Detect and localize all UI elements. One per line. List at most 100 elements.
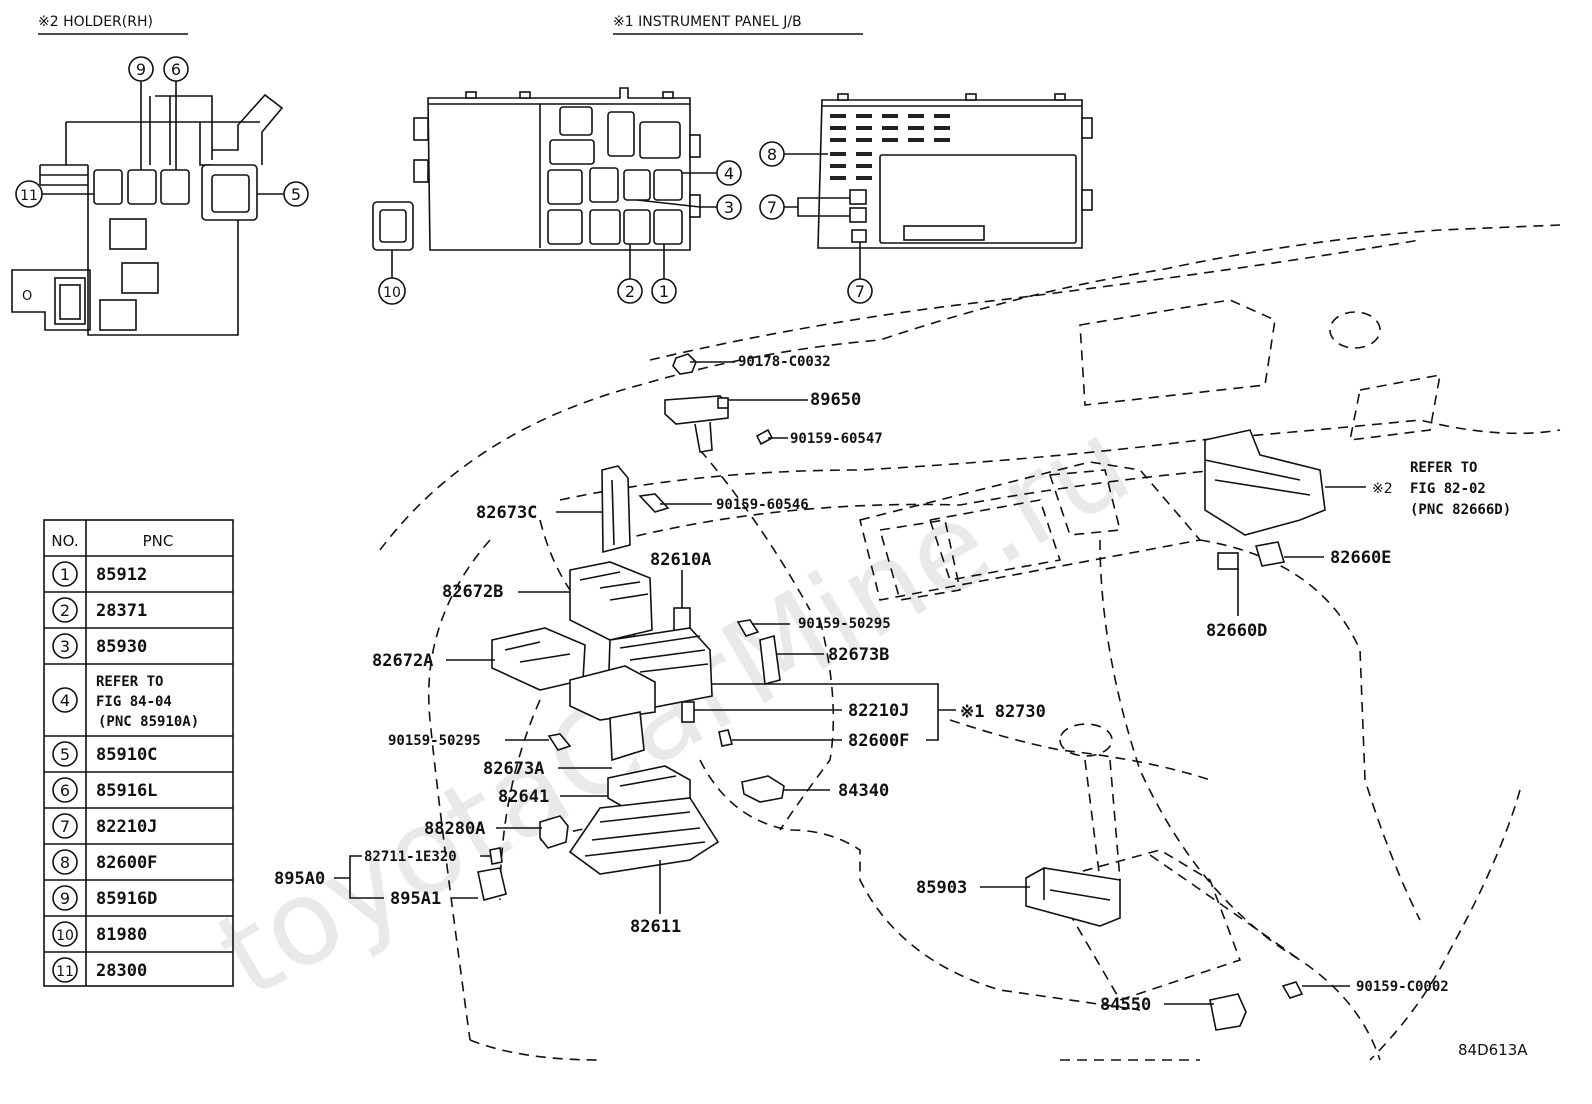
row-number: 9 [60,889,70,908]
label-refer-line2: FIG 82-02 [1410,481,1486,497]
table-row: 9 85916D [52,885,157,911]
svg-text:2: 2 [625,282,635,301]
label-refer-line3: (PNC 82666D) [1410,502,1511,518]
label-85903: 85903 [916,878,967,898]
row-pnc: 81980 [96,925,147,945]
label-82600F: 82600F [848,731,909,751]
svg-text:9: 9 [136,60,146,79]
label-82672A: 82672A [372,651,433,671]
label-refer-line1: REFER TO [1410,460,1477,476]
callout-9: 9 [128,56,154,170]
table-row: 3 85930 [52,633,147,659]
svg-text:3: 3 [724,198,734,217]
table-row: 7 82210J [52,813,157,839]
row-number: 6 [60,781,70,800]
table-row: 5 85910C [52,741,157,767]
svg-text:7: 7 [767,198,777,217]
svg-text:7: 7 [855,282,865,301]
row-pnc: 28371 [96,601,147,621]
callout-10: 10 [378,250,406,305]
row-pnc: 28300 [96,961,147,981]
callout-4: 4 [682,160,742,186]
table-row: 4 REFER TO FIG 84-04 (PNC 85910A) [52,674,199,730]
diagram-code: 84D613A [1458,1041,1528,1059]
junction-block-rear [817,93,1093,249]
junction-block-front [372,87,701,251]
label-90159-C0002: 90159-C0002 [1356,979,1449,995]
part-illustrations [477,353,1326,1031]
label-90159-50295-lower: 90159-50295 [388,733,481,749]
label-84340: 84340 [838,781,889,801]
label-895A0: 895A0 [274,869,325,889]
row-pnc: 85910C [96,745,157,765]
table-row: 1 85912 [52,561,147,587]
row-pnc: 85916D [96,889,157,909]
label-89650: 89650 [810,390,861,410]
callout-7-upper: 7 [759,194,850,220]
part-labels: 90178-C0032 89650 90159-60547 82673C 901… [274,354,1511,1015]
row-number: 4 [60,691,70,710]
callout-6: 6 [163,56,189,170]
label-84550: 84550 [1100,995,1151,1015]
row-number: 3 [60,637,70,656]
row-pnc: 85912 [96,565,147,585]
row-pnc: 85930 [96,637,147,657]
label-82673B: 82673B [828,645,889,665]
row-pnc: 82600F [96,853,157,873]
svg-text:5: 5 [291,185,301,204]
svg-text:1: 1 [659,282,669,301]
label-82673A: 82673A [483,759,544,779]
label-82660D: 82660D [1206,621,1267,641]
label-90178-C0032: 90178-C0032 [738,354,831,370]
row-number: 10 [56,928,74,944]
callout-2: 2 [617,244,643,304]
svg-text:O: O [22,289,32,304]
label-90159-60547: 90159-60547 [790,431,883,447]
label-895A1: 895A1 [390,889,441,909]
leader-lines [334,361,1366,1005]
row-pnc: REFER TO [96,674,163,690]
holder-rh-drawing: O [11,93,284,336]
row-pnc: 82210J [96,817,157,837]
label-82672B: 82672B [442,582,503,602]
svg-text:11: 11 [20,188,38,204]
row-pnc: (PNC 85910A) [98,714,199,730]
label-82610A: 82610A [650,550,711,570]
table-header-no: NO. [51,532,78,550]
label-82673C: 82673C [476,503,537,523]
svg-text:8: 8 [767,145,777,164]
table-row: 10 81980 [52,921,147,947]
label-82611: 82611 [630,917,681,937]
callout-7-lower: 7 [847,242,873,304]
row-number: 8 [60,853,70,872]
holder-header: ※2 HOLDER(RH) [38,14,153,30]
callout-8: 8 [759,141,828,167]
label-82210J: 82210J [848,701,909,721]
label-90159-60546: 90159-60546 [716,497,809,513]
row-number: 1 [60,565,70,584]
table-header-pnc: PNC [143,532,174,550]
table-row: 8 82600F [52,849,157,875]
row-number: 7 [60,817,70,836]
label-88280A: 88280A [424,819,485,839]
label-82641: 82641 [498,787,549,807]
table-row: 2 28371 [52,597,147,623]
callout-1: 1 [651,244,677,304]
row-pnc: FIG 84-04 [96,694,172,710]
row-number: 11 [56,964,74,980]
svg-text:10: 10 [383,285,401,301]
pnc-table: NO. PNC 1 85912 2 28371 3 85930 4 REFER TO FIG 8… [43,519,234,987]
table-row: 11 28300 [52,957,147,983]
row-pnc: 85916L [96,781,157,801]
label-82730: ※1 82730 [960,702,1046,722]
svg-text:6: 6 [171,60,181,79]
row-number: 5 [60,745,70,764]
label-82711-1E320: 82711-1E320 [364,849,457,865]
callout-3: 3 [636,194,742,220]
callout-5: 5 [257,181,309,207]
row-number: 2 [60,601,70,620]
label-82660E: 82660E [1330,548,1391,568]
label-90159-50295-upper: 90159-50295 [798,616,891,632]
svg-text:4: 4 [724,164,734,183]
